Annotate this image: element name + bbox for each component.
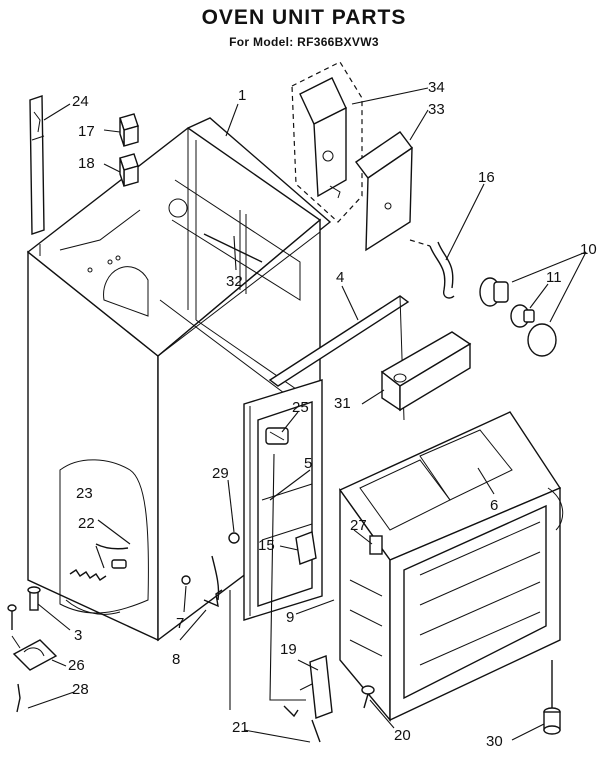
burner-housing-part [380,331,472,412]
callout-33: 33 [428,101,445,118]
callout-9: 9 [286,609,294,626]
hinge-part-8 [203,555,223,608]
strip-part-24 [29,95,45,235]
clip-part-17 [119,113,139,147]
callout-17: 17 [78,123,95,140]
igniter-part-25 [265,427,289,445]
screw-part-28 [7,604,21,713]
callout-16: 16 [478,169,495,186]
page-title: OVEN UNIT PARTS [201,6,407,29]
callout-1: 1 [238,87,246,104]
callout-21: 21 [232,719,249,736]
screw-part-21 [283,705,321,743]
callout-labels: 1 3 4 5 6 7 8 9 10 11 15 16 17 18 19 20 … [68,79,597,750]
oven-cavity-part [338,411,564,722]
screw-part-3 [27,586,41,611]
bracket-part-34 [299,77,347,199]
callout-32: 32 [226,273,243,290]
dashed-assembly-box [291,61,363,223]
callout-22: 22 [78,515,95,532]
bracket-part-19 [299,655,333,719]
screw-part-7 [181,575,191,585]
callout-11: 11 [546,269,562,286]
callout-19: 19 [280,641,297,658]
callout-23: 23 [76,485,93,502]
bracket-part-15 [295,531,317,565]
callout-28: 28 [72,681,89,698]
callout-31: 31 [334,395,351,412]
knob-part-10 [479,277,557,357]
oven-cabinet-part [26,117,332,642]
callout-20: 20 [394,727,411,744]
leveling-leg-part-30 [543,660,561,735]
clip-part-18 [119,153,139,187]
knob-part-11 [510,304,535,328]
bracket-part-26 [11,635,58,671]
callout-5: 5 [304,455,312,472]
callout-25: 25 [292,399,309,416]
callout-10: 10 [580,241,597,258]
callout-29: 29 [212,465,229,482]
screw-part-20 [361,685,375,709]
callout-27: 27 [350,517,367,534]
tube-part-16 [409,239,455,299]
front-frame-part [243,379,323,621]
callout-34: 34 [428,79,445,96]
callout-4: 4 [336,269,344,286]
plate-part-33 [355,131,413,252]
leader-lines [27,87,587,743]
clip-part-27 [369,535,383,555]
callout-7: 7 [176,615,184,632]
spring-part-22 [69,559,127,581]
callout-18: 18 [78,155,95,172]
ring-part-29 [228,532,240,544]
callout-26: 26 [68,657,85,674]
spring-part-23 [95,543,129,550]
rod-part-32 [203,233,263,263]
callout-6: 6 [490,497,498,514]
callout-3: 3 [74,627,82,644]
callout-30: 30 [486,733,503,750]
model-subtitle: For Model: RF366BXVW3 [229,35,379,49]
callout-15: 15 [258,537,275,554]
callout-8: 8 [172,651,180,668]
callout-24: 24 [72,93,89,110]
